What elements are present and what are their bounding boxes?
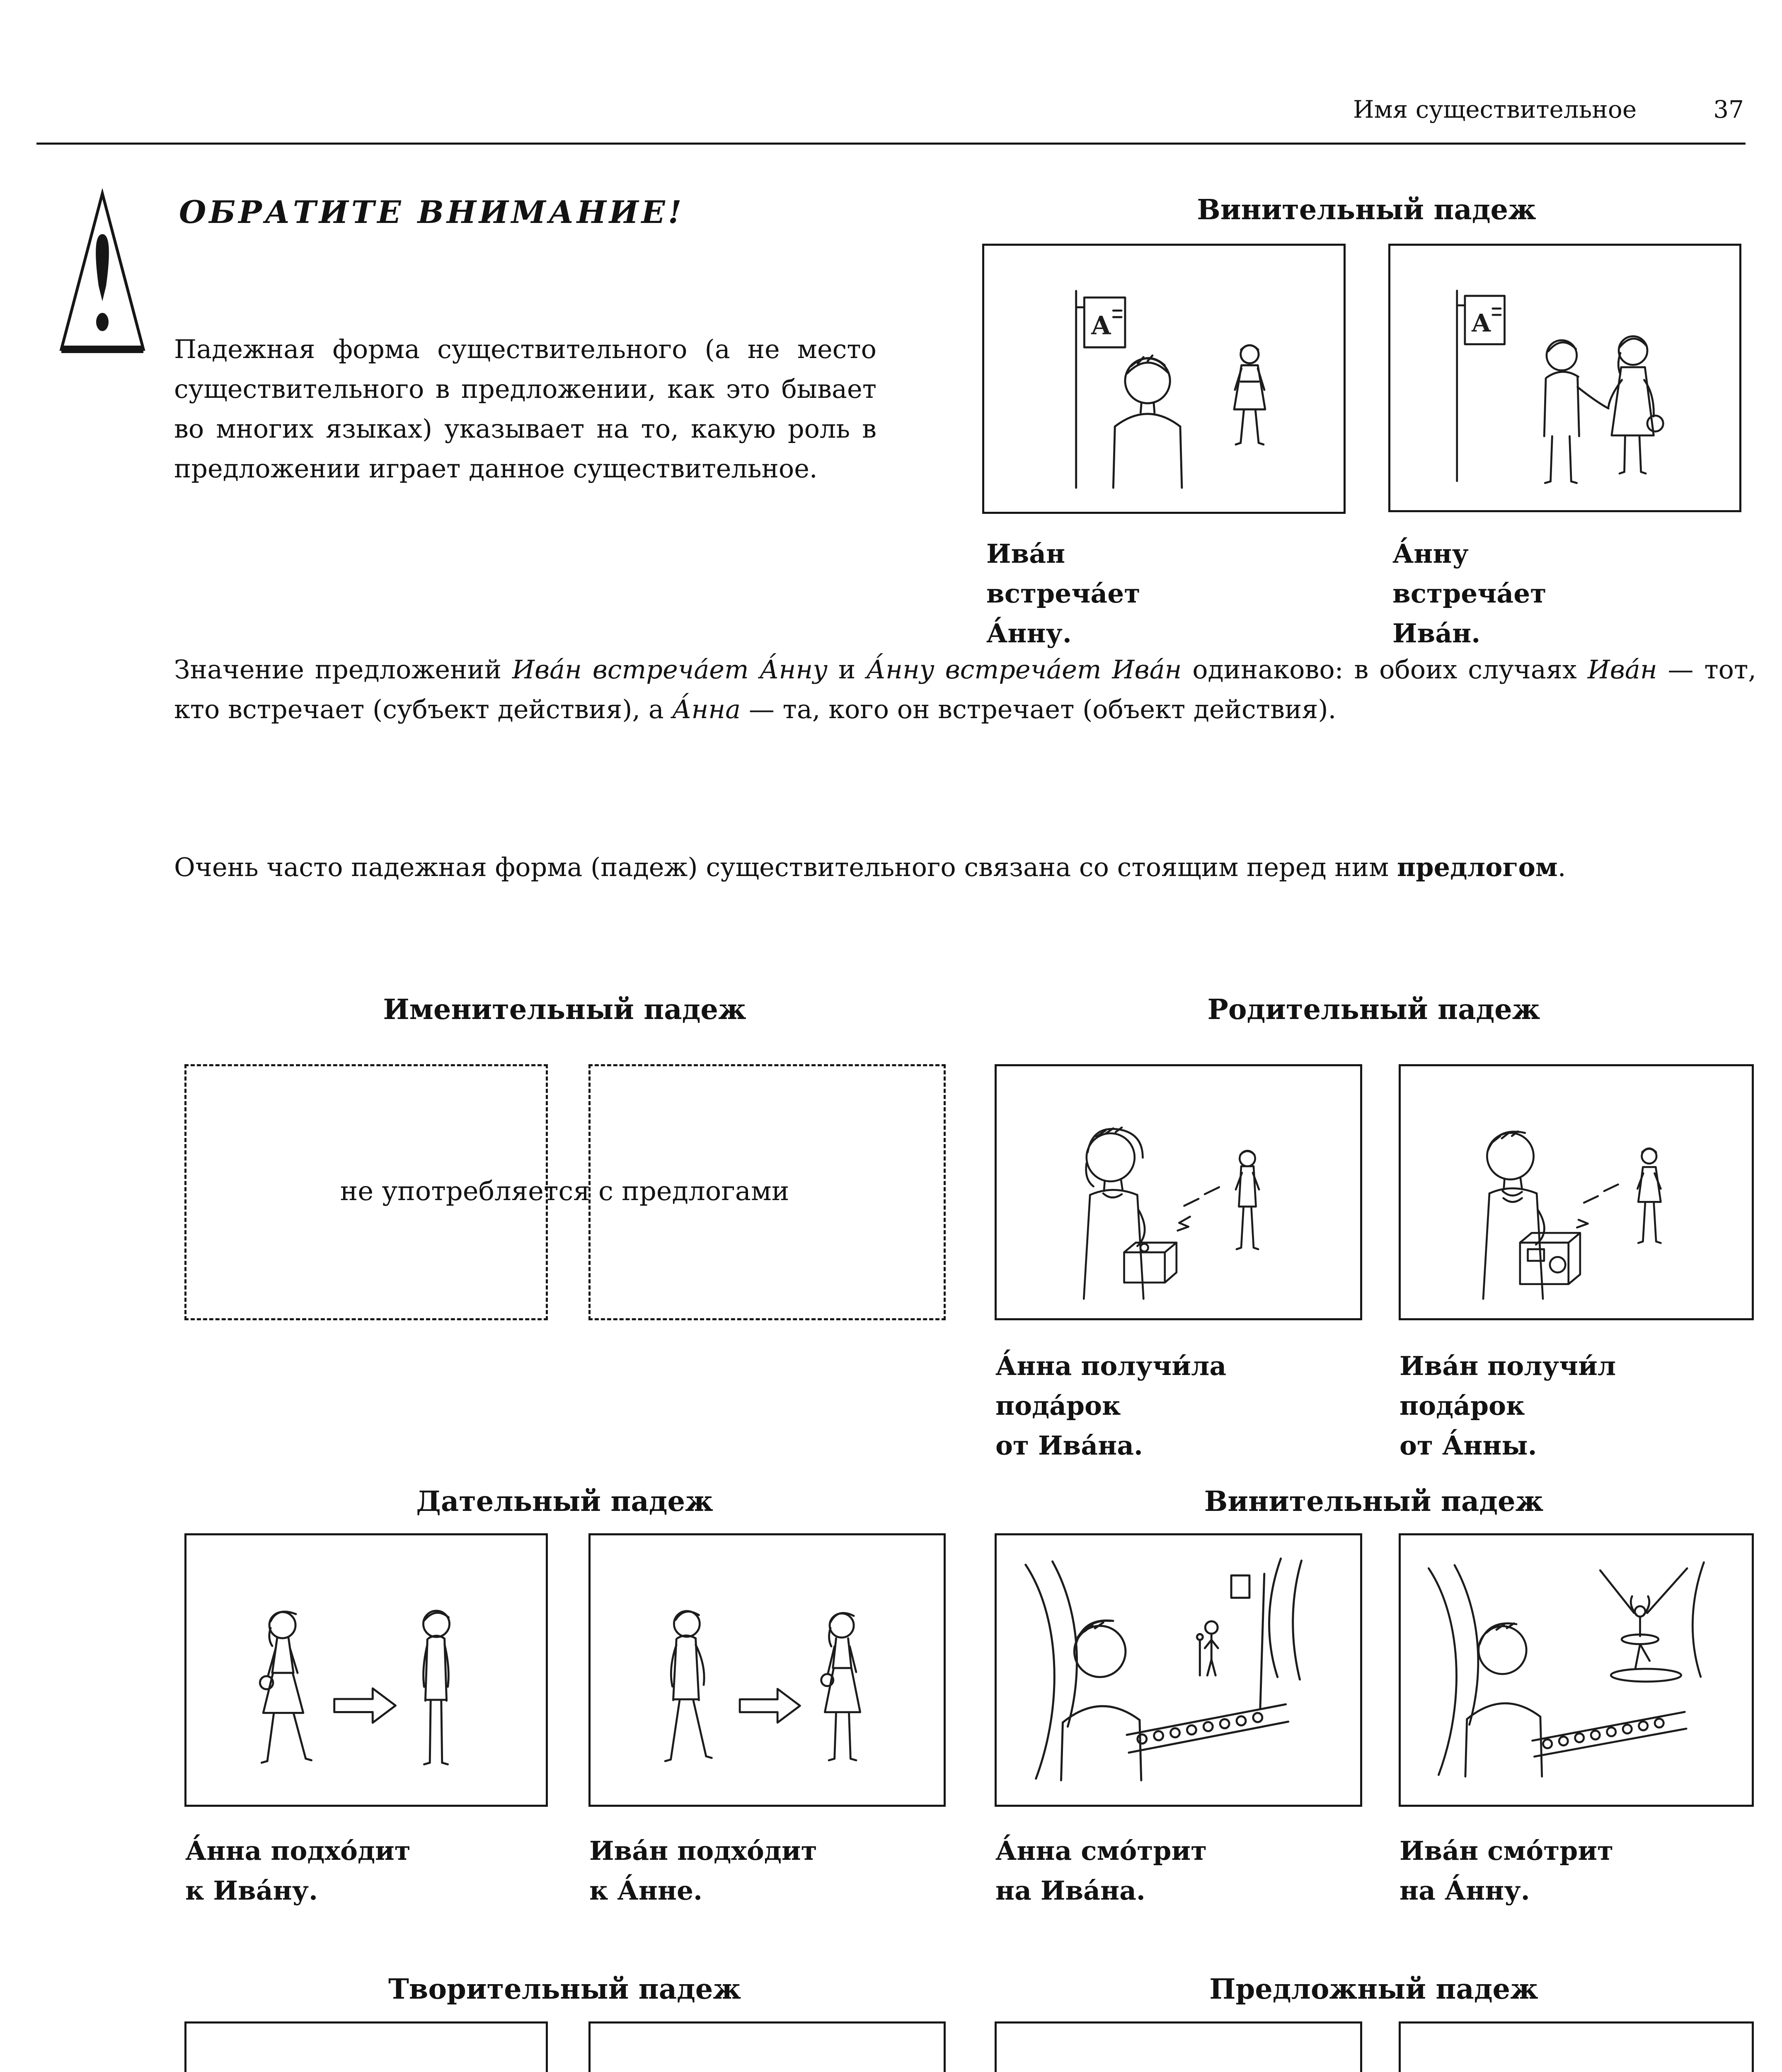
top-left-caption: Ива́н встреча́ет А́нну.: [986, 538, 1140, 649]
illustration-ivan-watches-anna-on-stage: [1399, 1533, 1754, 1807]
illustration-ivan-talks-with-anna: [588, 2021, 946, 2072]
genitive-right-caption: Ива́н получи́л пода́рок от А́нны.: [1399, 1351, 1616, 1461]
illustration-ivan-received-gift: [1399, 1064, 1754, 1320]
meaning-seg: — та, кого он встречает (объект действия…: [741, 694, 1336, 724]
meaning-name-ivan: Ива́н: [1587, 654, 1657, 685]
meaning-seg: одинаково: в обоих случаях: [1182, 654, 1588, 685]
illustration-anna-approaches-ivan: [184, 1533, 548, 1807]
meaning-seg: и: [828, 654, 867, 685]
accusative-left-caption: А́нна смо́трит на Ива́на.: [995, 1835, 1207, 1906]
illustration-ivan-meets-anna: A: [982, 244, 1346, 514]
heading-nominative: Именительный падеж: [383, 993, 746, 1026]
preposition-seg: .: [1557, 852, 1566, 882]
meaning-name-anna: А́нна: [672, 694, 741, 724]
accusative-right-caption: Ива́н смо́трит на А́нну.: [1399, 1835, 1614, 1906]
heading-dative: Дательный падеж: [416, 1485, 713, 1518]
preposition-paragraph: Очень часто падежная форма (падеж) сущес…: [174, 847, 1775, 887]
notice-paragraph: Падежная форма существительного (а не ме…: [174, 334, 876, 484]
running-head-title: Имя существительное: [1353, 95, 1637, 123]
notice-heading: ОБРАТИТЕ ВНИМАНИЕ!: [179, 194, 685, 230]
heading-accusative: Винительный падеж: [1204, 1485, 1544, 1518]
nominative-note: не употребляется с предлогами: [340, 1176, 789, 1207]
warning-triangle-icon: [57, 189, 148, 355]
heading-instrumental: Творительный падеж: [388, 1973, 741, 2005]
illustration-anna-talks-with-ivan: [184, 2021, 548, 2072]
top-section-heading: Винительный падеж: [1197, 193, 1536, 226]
header-rule: [36, 143, 1746, 145]
meaning-seg: — тот, кто встречает (субъект действия),…: [174, 654, 1756, 724]
bus-sign-letter: A: [1471, 308, 1491, 337]
illustration-anna-received-gift: [995, 1064, 1362, 1320]
page-number: 37: [1713, 95, 1744, 123]
preposition-term: предлогом: [1397, 852, 1558, 882]
nominative-box-left: [184, 1064, 548, 1320]
dative-right-caption: Ива́н подхо́дит к А́нне.: [589, 1835, 817, 1906]
illustration-ivan-thinks-about-anna: [1399, 2021, 1754, 2072]
meaning-example-2: А́нну встреча́ет Ива́н: [866, 654, 1182, 685]
bus-sign-letter: A: [1091, 311, 1111, 341]
heading-prepositional: Предложный падеж: [1209, 1973, 1538, 2005]
running-head: Имя существительное 37: [0, 95, 1744, 123]
nominative-box-right: [588, 1064, 946, 1320]
top-right-caption: А́нну встреча́ет Ива́н.: [1392, 538, 1547, 649]
preposition-seg: Очень часто падежная форма (падеж) сущес…: [174, 852, 1397, 882]
meaning-paragraph: Значение предложений Ива́н встреча́ет А́…: [174, 650, 1756, 729]
illustration-anna-thinks-about-ivan: [995, 2021, 1362, 2072]
dative-left-caption: А́нна подхо́дит к Ива́ну.: [185, 1835, 411, 1906]
illustration-anna-met-by-ivan: A: [1388, 244, 1741, 512]
illustration-ivan-approaches-anna: [588, 1533, 946, 1807]
meaning-seg: Значение предложений: [174, 654, 512, 685]
illustration-anna-watches-ivan-on-stage: [995, 1533, 1362, 1807]
heading-genitive: Родительный падеж: [1207, 993, 1540, 1026]
meaning-example-1: Ива́н встреча́ет А́нну: [512, 654, 828, 685]
genitive-left-caption: А́нна получи́ла пода́рок от Ива́на.: [995, 1351, 1227, 1461]
